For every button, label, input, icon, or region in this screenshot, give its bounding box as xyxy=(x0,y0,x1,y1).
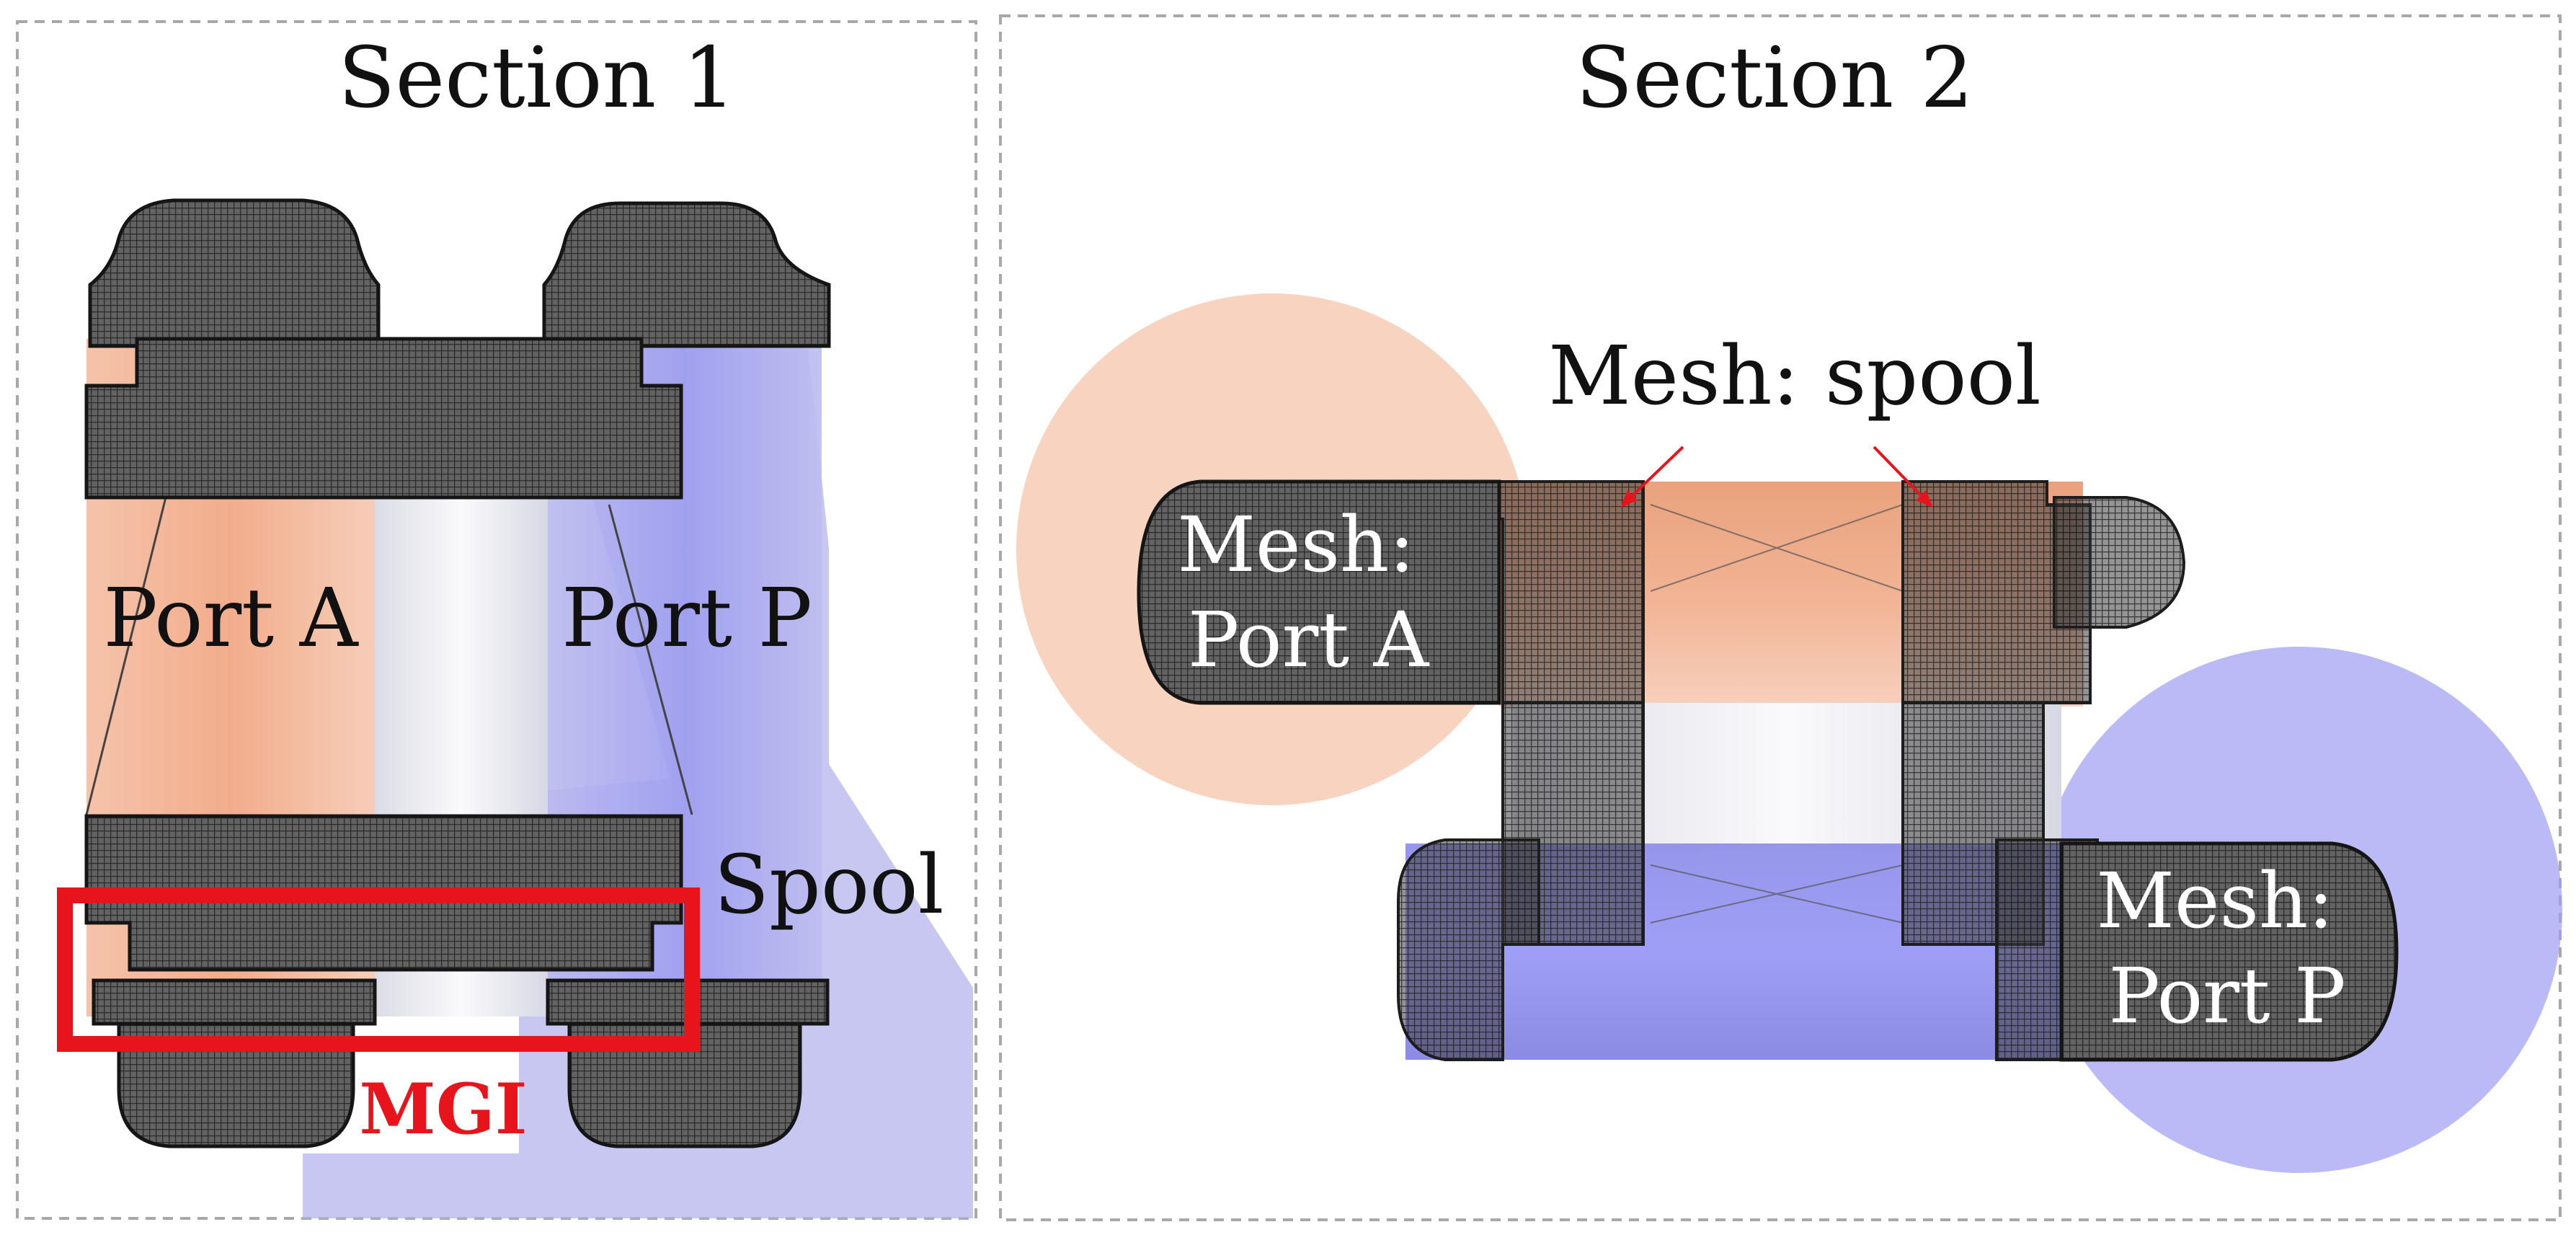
port-a-label: Port A xyxy=(103,572,358,665)
section-1-cross-section xyxy=(57,198,973,1218)
mesh-port-a-label: Mesh: Port A xyxy=(1177,500,1439,684)
mesh-block-top-right xyxy=(542,201,831,348)
mesh-block-bottom-left-flange xyxy=(92,978,377,1026)
port-p-label: Port P xyxy=(561,572,812,665)
mesh-block-upper-bar xyxy=(84,337,683,500)
mesh-block-top-left xyxy=(88,198,381,348)
mesh-port-a-line-2: Port A xyxy=(1188,595,1430,684)
section-1-title: Section 1 xyxy=(338,30,736,127)
section-2-cross-section xyxy=(1016,293,2562,1173)
mesh-block-bottom-right xyxy=(567,1022,802,1148)
mesh-spool-lower-left xyxy=(1397,838,1540,1061)
spool-label: Spool xyxy=(714,838,943,932)
leader-arrow-right xyxy=(1873,446,1933,508)
mesh-port-p-line-1: Mesh: xyxy=(2096,856,2334,945)
mesh-port-p-line-2: Port P xyxy=(2108,952,2345,1040)
mesh-block-bottom-left xyxy=(117,1022,355,1148)
mesh-spool-left-column xyxy=(1501,701,1645,946)
mgi-label: MGI xyxy=(359,1068,527,1150)
mesh-port-a-line-1: Mesh: xyxy=(1177,500,1415,589)
mesh-spool-right-cap xyxy=(2053,496,2186,629)
mgi-highlight-box xyxy=(57,887,700,1052)
mesh-port-p-label: Mesh: Port P xyxy=(2096,856,2358,1040)
leader-arrow-left xyxy=(1620,446,1684,508)
mesh-port-a-capsule xyxy=(1137,479,1501,705)
mesh-port-p-capsule xyxy=(2059,841,2399,1062)
mesh-spool-label: Mesh: spool xyxy=(1548,329,2041,423)
section-2-title: Section 2 xyxy=(1576,30,1973,127)
section-2-frame xyxy=(999,14,2562,1221)
